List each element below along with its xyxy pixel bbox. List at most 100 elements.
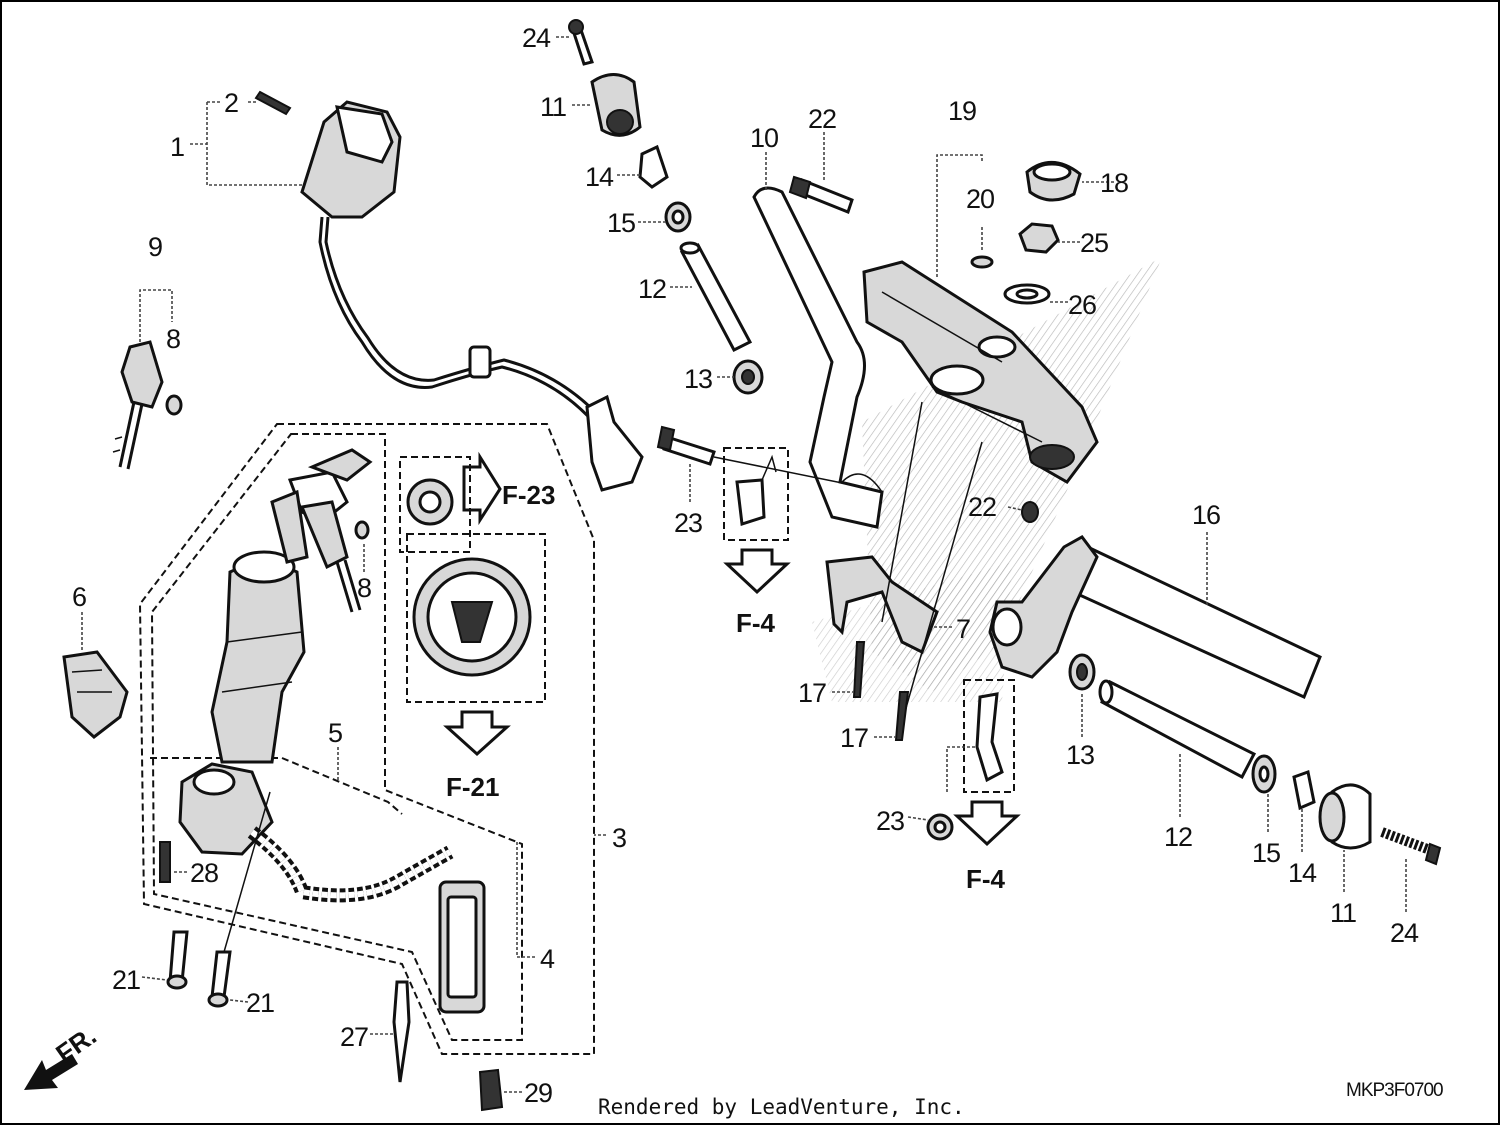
part-15-nut-upper — [664, 201, 692, 233]
callout-8-left: 8 — [166, 324, 180, 354]
part-24-screw-upper — [568, 19, 594, 66]
ref-box-f21 — [406, 533, 546, 703]
part-21-bolt-left — [166, 930, 189, 990]
part-25-nut — [1018, 222, 1060, 254]
part-10-handlebar-left — [752, 186, 884, 529]
callout-19: 19 — [948, 96, 976, 126]
ref-arrow-f4-left — [723, 548, 791, 595]
callout-26: 26 — [1068, 290, 1096, 320]
part-28-screw — [159, 841, 171, 883]
part-9-bracket — [139, 289, 173, 342]
callout-9: 9 — [148, 232, 162, 262]
callout-24-lower: 24 — [1390, 918, 1419, 948]
callout-13-upper: 13 — [684, 364, 712, 394]
ignition-switch-assembly — [210, 448, 373, 764]
reference-labels: F-23 F-21 F-4 F-4 — [446, 480, 1006, 894]
part-7-holder — [825, 401, 983, 723]
callout-22-upper: 22 — [808, 104, 836, 134]
part-15-nut-lower — [1251, 754, 1277, 794]
callout-3: 3 — [612, 823, 626, 853]
part-21-bolt-right — [207, 791, 271, 1008]
callout-7: 7 — [956, 614, 970, 644]
part-9-key — [112, 340, 164, 470]
part-16-handlebar-right — [988, 535, 1322, 700]
diagram-code: MKP3F0700 — [1346, 1080, 1443, 1101]
part-2-screw — [254, 90, 292, 116]
callout-11-lower: 11 — [1330, 898, 1356, 928]
part-12-pipe-lower — [1098, 679, 1257, 780]
callout-14-lower: 14 — [1288, 858, 1317, 888]
part-12-pipe-upper — [679, 241, 753, 352]
part-19-top-bridge — [862, 260, 1099, 484]
callout-17-a: 17 — [798, 678, 826, 708]
ref-arrow-f4-right — [953, 800, 1021, 847]
part-13-nut-lower — [1068, 653, 1096, 691]
callout-28: 28 — [190, 858, 218, 888]
callout-labels: 1 2 3 4 5 6 7 8 8 9 10 11 11 12 12 13 13… — [72, 23, 1420, 1108]
callout-10: 10 — [750, 123, 778, 153]
ref-box-f4-right — [963, 679, 1015, 793]
part-6-bracket — [62, 650, 129, 739]
ref-label-f4-right: F-4 — [966, 864, 1006, 894]
callout-1: 1 — [170, 132, 184, 162]
callout-21-right: 21 — [246, 988, 274, 1018]
part-13-nut-upper — [732, 359, 764, 395]
callout-29: 29 — [524, 1078, 552, 1108]
callout-6: 6 — [72, 582, 86, 612]
part-8-nut — [354, 520, 370, 540]
credit-text: Rendered by LeadVenture, Inc. — [598, 1095, 965, 1119]
callout-23-upper: 23 — [674, 508, 702, 538]
set-3-enclosure — [138, 423, 595, 1055]
callout-17-b: 17 — [840, 723, 868, 753]
part-4-harness — [247, 826, 486, 1014]
part-22-bolt-lower — [1021, 501, 1039, 523]
part-27-pin — [392, 980, 411, 1083]
part-23-bolt-lower — [926, 746, 977, 841]
part-17-screw-a — [852, 641, 866, 698]
front-direction-label: FR. — [50, 1020, 102, 1069]
part-26-washer — [1003, 283, 1051, 305]
callout-15-lower: 15 — [1252, 838, 1280, 868]
callout-18: 18 — [1100, 168, 1128, 198]
leader-lines — [81, 36, 1407, 1093]
ref-box-f23 — [399, 451, 502, 553]
part-1-handle-switch — [300, 100, 644, 492]
callout-8-center: 8 — [357, 573, 371, 603]
ref-box-f4-left — [723, 447, 789, 541]
callout-12-lower: 12 — [1164, 822, 1192, 852]
part-29-clip — [478, 1068, 504, 1112]
callout-11-upper: 11 — [540, 92, 566, 122]
callout-13-lower: 13 — [1066, 740, 1094, 770]
part-24-screw-lower — [1380, 827, 1442, 866]
callout-12-upper: 12 — [638, 274, 666, 304]
ref-label-f23: F-23 — [502, 480, 555, 510]
callout-5: 5 — [328, 718, 342, 748]
callout-25: 25 — [1080, 228, 1108, 258]
part-18-cap-nut — [1025, 161, 1082, 202]
part-11-weight-upper — [590, 73, 642, 137]
ref-label-f21: F-21 — [446, 772, 499, 802]
callout-24-upper: 24 — [522, 23, 551, 53]
callout-2: 2 — [224, 88, 238, 118]
callout-23-lower: 23 — [876, 806, 904, 836]
part-8-ring — [165, 394, 183, 416]
callout-16: 16 — [1192, 500, 1220, 530]
callout-21-left: 21 — [112, 965, 140, 995]
callout-20: 20 — [966, 184, 994, 214]
callout-22-lower: 22 — [968, 492, 996, 522]
callout-15-upper: 15 — [607, 208, 635, 238]
front-direction-arrow-icon: FR. — [24, 1020, 102, 1090]
part-22-bolt-upper — [788, 175, 854, 214]
callout-4: 4 — [540, 944, 555, 974]
ref-arrow-f21 — [443, 710, 511, 757]
callout-27: 27 — [340, 1022, 368, 1052]
callout-14-upper: 14 — [585, 162, 614, 192]
part-17-screw-b — [894, 691, 910, 741]
part-14-collar-lower — [1292, 770, 1316, 811]
part-14-collar-upper — [638, 144, 669, 189]
part-19-bracket — [936, 154, 983, 277]
ref-label-f4-left: F-4 — [736, 608, 776, 638]
part-11-weight-lower — [1318, 783, 1372, 850]
